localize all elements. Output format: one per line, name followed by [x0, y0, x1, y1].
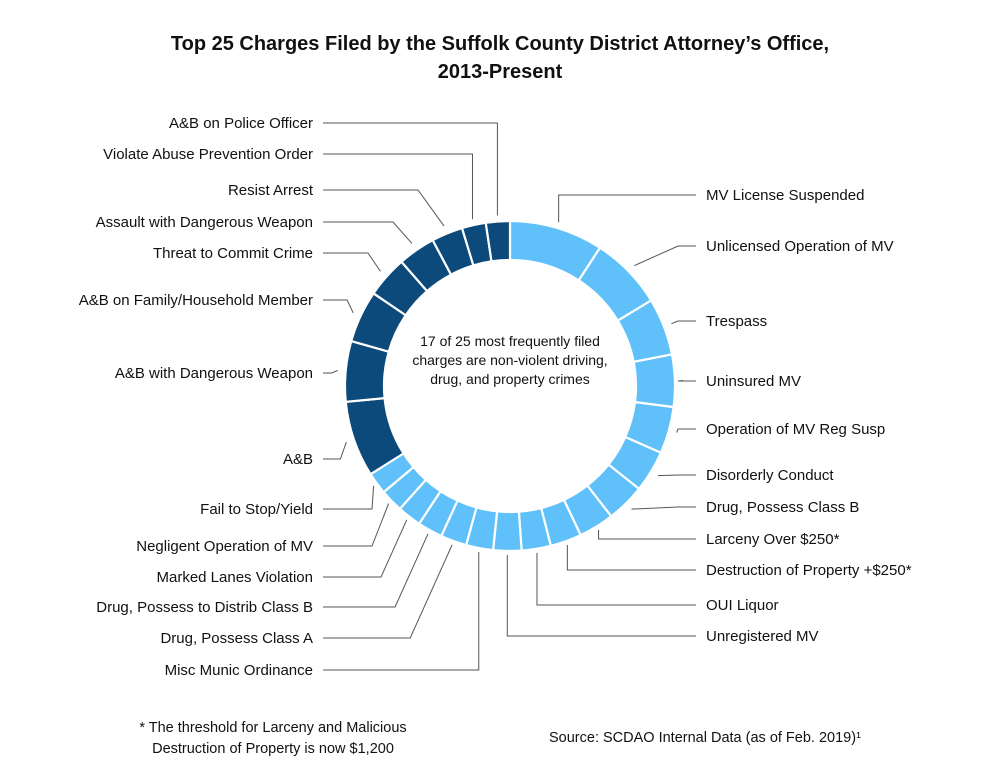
leader-negligent-operation-of-mv — [323, 503, 390, 547]
label-destruction-of-property-250: Destruction of Property +$250* — [706, 562, 912, 579]
leader-a-b-on-family-household-member — [323, 299, 354, 314]
leader-a-b — [323, 441, 347, 460]
label-mv-license-suspended: MV License Suspended — [706, 187, 864, 204]
source-note: Source: SCDAO Internal Data (as of Feb. … — [549, 730, 861, 746]
leader-a-b-on-police-officer — [323, 122, 498, 216]
label-drug-possess-class-b: Drug, Possess Class B — [706, 499, 859, 516]
label-fail-to-stop-yield: Fail to Stop/Yield — [200, 501, 313, 518]
leader-unregistered-mv — [506, 554, 696, 637]
label-operation-of-mv-reg-susp: Operation of MV Reg Susp — [706, 421, 885, 438]
leader-larceny-over-250 — [598, 529, 696, 540]
slice-a-b-on-police-officer — [484, 219, 512, 263]
label-assault-with-dangerous-weapon: Assault with Dangerous Weapon — [96, 214, 313, 231]
chart-title: Top 25 Charges Filed by the Suffolk Coun… — [0, 30, 1000, 86]
label-a-b-with-dangerous-weapon: A&B with Dangerous Weapon — [115, 365, 313, 382]
leader-operation-of-mv-reg-susp — [676, 428, 696, 433]
label-a-b: A&B — [283, 451, 313, 468]
chart-title-line-2: 2013-Present — [437, 61, 563, 83]
footnote: * The threshold for Larceny and Maliciou… — [108, 718, 438, 760]
label-resist-arrest: Resist Arrest — [228, 182, 314, 199]
label-a-b-on-family-household-member: A&B on Family/Household Member — [79, 292, 313, 309]
leader-drug-possess-to-distrib-class-b — [323, 533, 429, 608]
label-violate-abuse-prevention-order: Violate Abuse Prevention Order — [103, 146, 313, 163]
leader-misc-munic-ordinance — [323, 552, 480, 671]
label-unlicensed-operation-of-mv: Unlicensed Operation of MV — [706, 238, 894, 255]
center-caption: 17 of 25 most frequently filed charges a… — [412, 333, 608, 387]
leader-a-b-with-dangerous-weapon — [323, 370, 338, 374]
leader-unlicensed-operation-of-mv — [634, 245, 696, 267]
footnote-line-1: * The threshold for Larceny and Maliciou… — [139, 720, 407, 736]
leader-violate-abuse-prevention-order — [323, 153, 473, 220]
label-oui-liquor: OUI Liquor — [706, 597, 779, 614]
leader-threat-to-commit-crime — [323, 252, 381, 272]
leader-oui-liquor — [536, 552, 696, 606]
leader-disorderly-conduct — [657, 474, 696, 477]
leader-drug-possess-class-a — [323, 544, 453, 639]
label-marked-lanes-violation: Marked Lanes Violation — [157, 569, 314, 586]
label-trespass: Trespass — [706, 313, 767, 330]
leader-fail-to-stop-yield — [323, 485, 375, 510]
leader-trespass — [671, 320, 696, 325]
label-negligent-operation-of-mv: Negligent Operation of MV — [136, 538, 313, 555]
label-unregistered-mv: Unregistered MV — [706, 628, 819, 645]
label-drug-possess-to-distrib-class-b: Drug, Possess to Distrib Class B — [96, 599, 313, 616]
slice-uninsured-mv — [632, 353, 677, 409]
label-larceny-over-250: Larceny Over $250* — [706, 531, 840, 548]
leader-drug-possess-class-b — [631, 506, 696, 510]
leader-marked-lanes-violation — [323, 519, 408, 578]
leader-uninsured-mv — [677, 379, 696, 382]
label-disorderly-conduct: Disorderly Conduct — [706, 467, 834, 484]
leader-destruction-of-property-250 — [566, 544, 696, 571]
label-uninsured-mv: Uninsured MV — [706, 373, 801, 390]
leader-assault-with-dangerous-weapon — [323, 221, 413, 244]
leader-resist-arrest — [323, 189, 445, 227]
label-misc-munic-ordinance: Misc Munic Ordinance — [165, 662, 313, 679]
leader-mv-license-suspended — [558, 194, 696, 223]
label-drug-possess-class-a: Drug, Possess Class A — [160, 630, 313, 647]
label-threat-to-commit-crime: Threat to Commit Crime — [153, 245, 313, 262]
label-a-b-on-police-officer: A&B on Police Officer — [169, 115, 313, 132]
chart-title-line-1: Top 25 Charges Filed by the Suffolk Coun… — [170, 33, 830, 55]
footnote-line-2: Destruction of Property is now $1,200 — [152, 741, 394, 757]
